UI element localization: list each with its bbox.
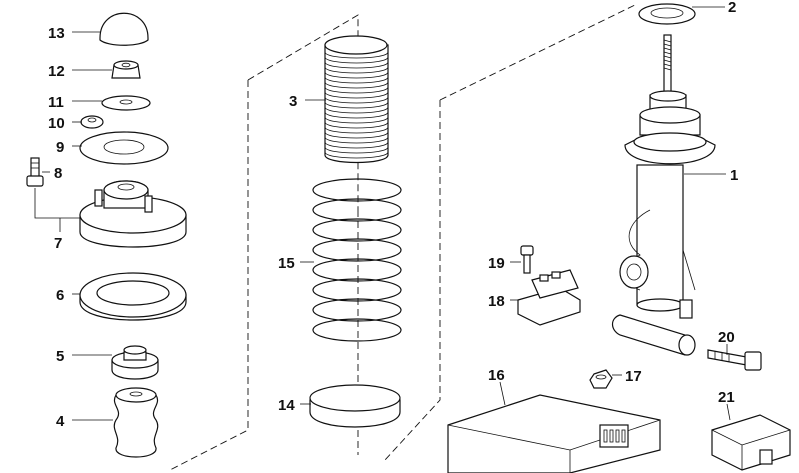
screw-part xyxy=(520,245,534,274)
rod-thread xyxy=(663,55,672,59)
coil-spring-part xyxy=(312,178,402,342)
callout-6: 6 xyxy=(56,287,64,304)
callout-15: 15 xyxy=(278,255,295,272)
boot-rib xyxy=(324,66,389,74)
connector-pin xyxy=(621,429,626,443)
connector-pin xyxy=(609,429,614,443)
callout-3: 3 xyxy=(289,93,297,110)
rod-thread xyxy=(663,39,672,43)
boot-rib xyxy=(324,56,389,64)
callout-21: 21 xyxy=(718,389,735,406)
callout-12: 12 xyxy=(48,63,65,80)
spring-pad-ring-part xyxy=(79,272,187,321)
callout-1: 1 xyxy=(730,167,738,184)
boot-rib xyxy=(324,101,389,109)
support-plate-part xyxy=(79,131,169,165)
shock-absorber-part xyxy=(611,34,716,356)
leader-lines xyxy=(34,6,731,421)
boot-rib xyxy=(324,146,389,154)
cap-part xyxy=(99,12,149,46)
callout-8: 8 xyxy=(54,165,62,182)
callout-11: 11 xyxy=(48,94,64,111)
callout-5: 5 xyxy=(56,348,64,365)
callout-labels: 13 12 11 10 9 8 7 6 5 4 3 15 14 2 1 19 1… xyxy=(48,0,738,430)
boot-rib xyxy=(324,116,389,124)
callout-13: 13 xyxy=(48,25,65,42)
boot-rib xyxy=(324,51,389,59)
boot-rib xyxy=(324,86,389,94)
rod-thread xyxy=(663,63,672,67)
callout-14: 14 xyxy=(278,397,295,414)
callout-4: 4 xyxy=(56,413,65,430)
spring-coil xyxy=(312,218,402,242)
boot-rib xyxy=(324,151,389,159)
spring-coil xyxy=(312,278,402,302)
spring-coil xyxy=(312,198,402,222)
strut-mount-part xyxy=(79,180,187,248)
connector-pin xyxy=(615,429,620,443)
callout-10: 10 xyxy=(48,115,65,132)
spring-coil xyxy=(312,258,402,282)
callout-17: 17 xyxy=(625,368,642,385)
rod-thread xyxy=(663,59,672,63)
boot-rib xyxy=(324,61,389,69)
rod-thread xyxy=(663,51,672,55)
rod-thread xyxy=(663,67,672,71)
callout-18: 18 xyxy=(488,293,505,310)
callout-7: 7 xyxy=(54,235,62,252)
small-nut-part xyxy=(80,115,104,129)
connector-pin xyxy=(603,429,608,443)
boot-rib xyxy=(324,96,389,104)
boot-rib xyxy=(324,111,389,119)
assembly-frame-strut-left xyxy=(384,100,441,461)
control-module-part xyxy=(447,394,661,473)
stop-cup-part xyxy=(111,345,159,380)
callout-2: 2 xyxy=(728,0,736,16)
assembly-frame-strut xyxy=(439,4,636,101)
boot-rib xyxy=(324,76,389,84)
boot-rib xyxy=(324,126,389,134)
nut-part xyxy=(111,60,141,79)
spring-seat-part xyxy=(309,384,401,428)
boot-rib xyxy=(324,121,389,129)
boot-rib xyxy=(324,141,389,149)
boot-rib xyxy=(324,106,389,114)
callout-20: 20 xyxy=(718,329,735,346)
protective-boot-part xyxy=(324,35,389,164)
callout-9: 9 xyxy=(56,139,64,156)
top-ring-part xyxy=(638,3,696,25)
spring-coil xyxy=(312,178,402,202)
callout-19: 19 xyxy=(488,255,505,272)
washer-part xyxy=(101,95,151,111)
rod-thread xyxy=(663,47,672,51)
assembly-frame-spring-left xyxy=(169,80,249,471)
spring-coil xyxy=(312,238,402,262)
boot-rib xyxy=(324,71,389,79)
sensor-bracket-part xyxy=(517,269,581,326)
boot-rib xyxy=(324,91,389,99)
boot-rib xyxy=(324,81,389,89)
spring-coil xyxy=(312,298,402,322)
callout-16: 16 xyxy=(488,367,505,384)
spring-coil xyxy=(312,318,402,342)
rod-thread xyxy=(663,43,672,47)
hex-nut-part xyxy=(589,369,613,389)
relay-part xyxy=(711,414,791,471)
bolt-part xyxy=(26,157,44,187)
boot-rib xyxy=(324,131,389,139)
hex-bolt-part xyxy=(707,349,762,371)
boot-rib xyxy=(324,136,389,144)
bump-stop-part xyxy=(113,387,159,458)
